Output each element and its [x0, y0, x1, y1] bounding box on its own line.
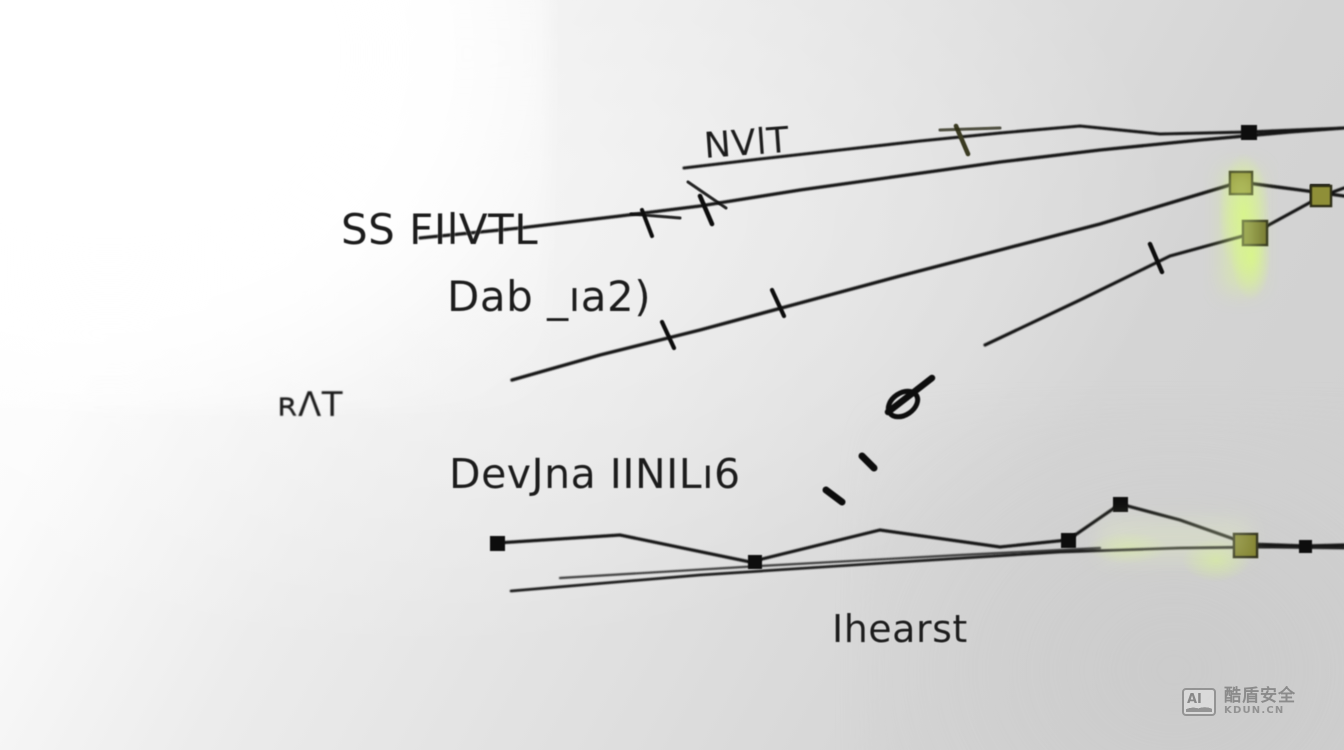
- data-marker: [1241, 125, 1257, 140]
- data-marker: [1299, 540, 1312, 553]
- series-label-a: SS FIlVTL: [341, 205, 539, 254]
- watermark: AI 酷盾安全 KDUN.CN: [1182, 686, 1296, 717]
- x-axis-label: Ihearst: [832, 607, 968, 651]
- data-marker: [490, 536, 505, 551]
- series-label-c: DevJna IINILı6: [449, 450, 741, 498]
- tick-mark: [686, 180, 728, 210]
- series-line-1: [682, 124, 1344, 170]
- dash-fragment: [884, 374, 936, 416]
- dash-fragment: [885, 388, 921, 420]
- tick-mark: [938, 126, 1002, 132]
- series-line-3: [510, 180, 1344, 382]
- y-axis-label: ʀɅT: [277, 385, 344, 425]
- dash-fragment: [822, 486, 846, 506]
- data-marker: [1061, 533, 1076, 548]
- highlight-wash-group: [1100, 170, 1258, 560]
- data-marker: [1113, 497, 1128, 512]
- tick-mark: [769, 287, 787, 319]
- data-marker: [748, 555, 762, 569]
- series-label-b: Dab _ıa2): [447, 272, 652, 321]
- tick-mark: [697, 193, 715, 227]
- watermark-text: 酷盾安全 KDUN.CN: [1224, 686, 1296, 716]
- series-line-3b: [983, 186, 1344, 347]
- series-line-5: [509, 545, 1344, 593]
- ai-icon-label: AI: [1187, 692, 1202, 708]
- chart-annotation-top: NVlT: [702, 119, 791, 167]
- tick-mark: [659, 319, 677, 351]
- tick-mark: [629, 212, 682, 220]
- series-line-5b: [558, 546, 1102, 580]
- image-hill-glyph: [1186, 703, 1212, 713]
- data-marker-highlight: [1309, 184, 1333, 208]
- ai-image-icon: AI: [1182, 688, 1216, 717]
- background-glow-top-left: [0, 0, 550, 410]
- tick-mark: [1147, 241, 1165, 275]
- tick-marks-group: [629, 123, 1165, 351]
- dash-fragments-group: [822, 374, 936, 506]
- watermark-brand-cn: 酷盾安全: [1224, 686, 1296, 706]
- watermark-brand-en: KDUN.CN: [1224, 704, 1285, 716]
- dash-fragment: [858, 452, 878, 472]
- series-line-2: [418, 126, 1344, 240]
